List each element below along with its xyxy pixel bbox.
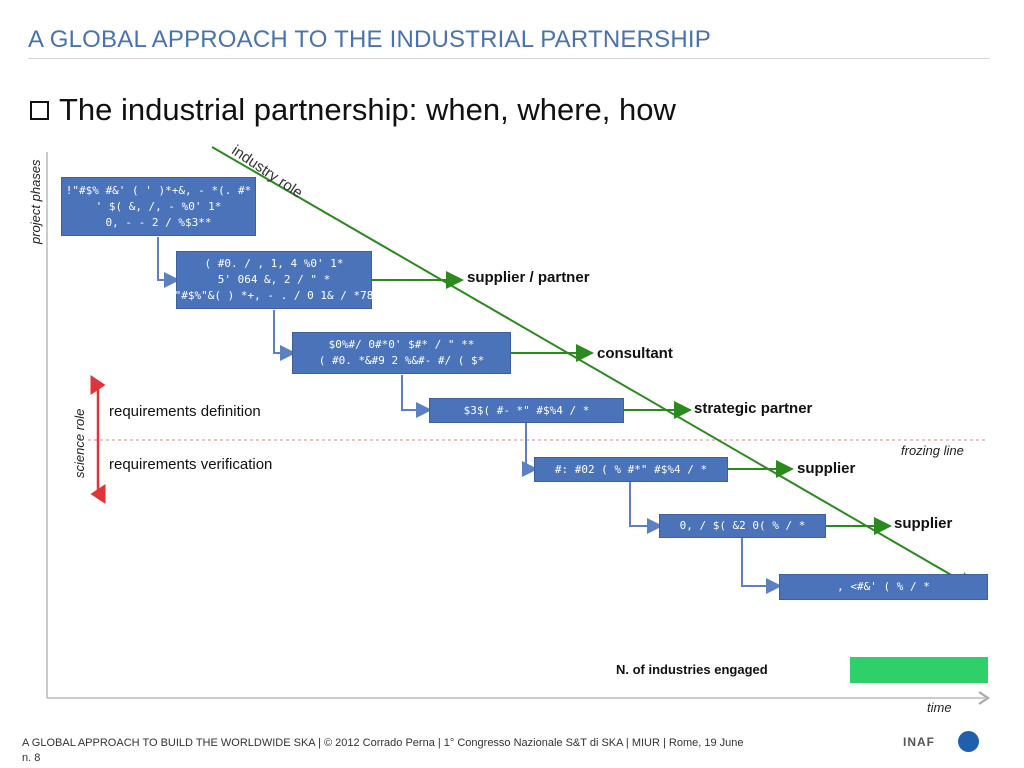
- inaf-logo: INAF: [903, 735, 935, 749]
- phase-box-7: , <#&' ( % / *: [779, 574, 988, 600]
- phase-connector-3: [401, 375, 432, 418]
- industry-role-arrow: [211, 146, 976, 590]
- frozing-line-label: frozing line: [901, 443, 964, 458]
- phase-connector-4: [522, 423, 538, 477]
- role-label-consultant: consultant: [597, 345, 673, 362]
- page-number: n. 8: [22, 752, 41, 764]
- phase-box-3-line-1: $0%#/ 0#*0' $#* / " **: [328, 338, 475, 351]
- phase-box-6-line-1: 0, / $( &2 0( % / *: [679, 519, 806, 532]
- phase-box-5-line-1: #: #02 ( % #*" #$%4 / *: [554, 462, 708, 476]
- phase-box-2-line-2: 5' 064 &, 2 / " *: [217, 273, 331, 286]
- phase-box-6: 0, / $( &2 0( % / *: [659, 514, 826, 538]
- phase-box-3: $0%#/ 0#*0' $#* / " ** ( #0. *&#9 2 %&#-…: [292, 332, 511, 374]
- phase-box-2: ( #0. / , 1, 4 %0' 1* 5' 064 &, 2 / " * …: [168, 251, 380, 309]
- phase-box-1-line-1: !"#$% #&' ( ' )*+&, - *(. #*: [65, 183, 252, 197]
- role-label-supplier-partner: supplier / partner: [467, 269, 590, 286]
- logo-circle-icon: [958, 731, 979, 752]
- phase-box-1-line-2: ' $( &, /, - %0' 1*: [95, 199, 222, 213]
- industries-engaged-label: N. of industries engaged: [616, 662, 768, 677]
- phase-box-7-line-1: , <#&' ( % / *: [837, 580, 930, 593]
- phase-connector-2: [273, 310, 296, 361]
- time-axis-label: time: [927, 700, 952, 715]
- phase-box-4-line-1: $3$( #- *" #$%4 / *: [463, 403, 590, 417]
- phase-box-3-line-2: ( #0. *&#9 2 %&#- #/ ( $*: [318, 354, 485, 367]
- requirements-definition-label: requirements definition: [109, 403, 261, 420]
- phase-box-5: #: #02 ( % #*" #$%4 / *: [534, 457, 728, 482]
- phase-box-1-line-3: 0, - - 2 / %$3**: [105, 215, 212, 229]
- phase-connector-5: [629, 482, 663, 534]
- checkbox-bullet-icon: [30, 100, 49, 120]
- science-role-axis-label: science role: [72, 408, 87, 478]
- requirements-verification-label: requirements verification: [109, 456, 273, 473]
- phase-connector-1: [157, 237, 180, 288]
- phase-box-4: $3$( #- *" #$%4 / *: [429, 398, 624, 423]
- phase-box-2-line-3: !"#$%"&( ) *+, - . / 0 1& / *78*: [168, 289, 380, 302]
- footer-text: A GLOBAL APPROACH TO BUILD THE WORLDWIDE…: [22, 737, 744, 749]
- phase-connector-6: [741, 538, 782, 594]
- industries-engaged-bar: [850, 657, 988, 683]
- role-label-supplier-2: supplier: [894, 515, 953, 532]
- header-title: A GLOBAL APPROACH TO THE INDUSTRIAL PART…: [28, 26, 711, 53]
- header-divider: [28, 58, 990, 59]
- project-phases-axis-label: project phases: [28, 159, 43, 244]
- subtitle-row: The industrial partnership: when, where,…: [30, 92, 676, 128]
- role-label-strategic-partner: strategic partner: [694, 400, 813, 417]
- slide-subtitle: The industrial partnership: when, where,…: [59, 92, 676, 127]
- phase-box-1: !"#$% #&' ( ' )*+&, - *(. #* ' $( &, /, …: [61, 177, 256, 236]
- role-label-supplier-1: supplier: [797, 460, 856, 477]
- phase-box-2-line-1: ( #0. / , 1, 4 %0' 1*: [204, 257, 344, 270]
